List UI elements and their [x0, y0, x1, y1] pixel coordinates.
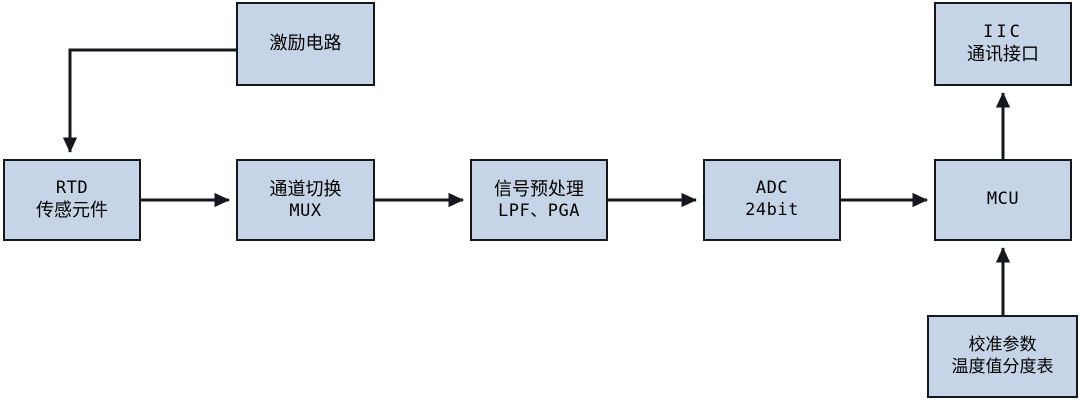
- node-mcu-line-1: MCU: [986, 189, 1020, 210]
- node-excitation-circuit-line-1: 激励电路: [269, 33, 342, 55]
- node-excitation-circuit[interactable]: 激励电路: [236, 2, 375, 86]
- node-rtd-sensor-line-1: RTD: [55, 177, 89, 198]
- node-mcu[interactable]: MCU: [934, 159, 1072, 241]
- node-calibration-table[interactable]: 校准参数 温度值分度表: [927, 315, 1078, 398]
- node-signal-preprocessing-line-2: LPF、PGA: [498, 200, 580, 221]
- node-iic-interface[interactable]: IIC 通讯接口: [934, 2, 1072, 86]
- edge-excitation-to-rtd: [62, 48, 236, 153]
- node-adc-line-2: 24bit: [745, 200, 799, 220]
- node-channel-mux[interactable]: 通道切换 MUX: [236, 159, 375, 241]
- node-adc[interactable]: ADC 24bit: [703, 159, 841, 241]
- node-signal-preprocessing[interactable]: 信号预处理 LPF、PGA: [470, 159, 608, 241]
- node-rtd-sensor-line-2: 传感元件: [36, 200, 108, 222]
- node-signal-preprocessing-line-1: 信号预处理: [494, 178, 584, 200]
- node-adc-line-1: ADC: [755, 178, 789, 199]
- node-calibration-table-line-1: 校准参数: [968, 334, 1037, 355]
- node-iic-interface-line-2: 通讯接口: [967, 44, 1039, 66]
- node-channel-mux-line-2: MUX: [289, 200, 322, 221]
- node-rtd-sensor[interactable]: RTD 传感元件: [3, 159, 141, 241]
- node-calibration-table-line-2: 温度值分度表: [951, 356, 1054, 377]
- node-channel-mux-line-1: 通道切换: [269, 178, 342, 200]
- node-iic-interface-line-1: IIC: [983, 21, 1023, 42]
